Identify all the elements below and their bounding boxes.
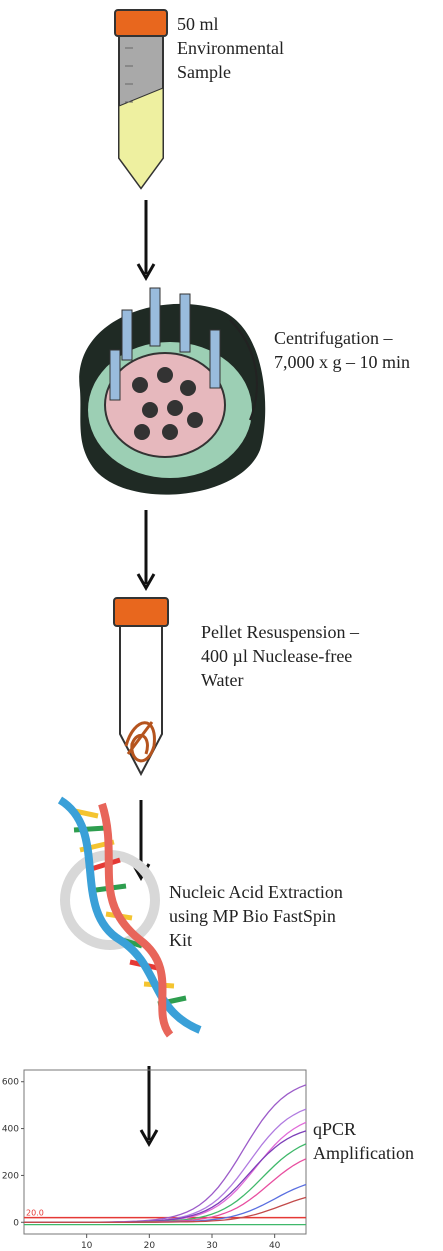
threshold-label: 20.0 (26, 1209, 44, 1218)
amplification-curve (24, 1159, 306, 1223)
resuspension-label: Pellet Resuspension – 400 µl Nuclease-fr… (201, 620, 359, 692)
qpcr-label: qPCR Amplification (313, 1117, 414, 1165)
amplification-curve (24, 1109, 306, 1222)
down-arrow-icon (136, 200, 156, 280)
amplification-curve (24, 1144, 306, 1222)
y-tick-label: 200 (2, 1171, 19, 1181)
pellet-tube-icon (108, 596, 178, 776)
x-tick-label: 10 (81, 1241, 93, 1251)
x-tick-label: 40 (269, 1241, 281, 1251)
down-arrow-icon (136, 510, 156, 590)
conical-tube-icon (105, 8, 175, 188)
amplification-curve (24, 1122, 306, 1222)
centrifuge-icon (70, 280, 270, 510)
sample-label: 50 ml Environmental Sample (177, 12, 284, 84)
chart-frame (24, 1070, 306, 1234)
y-tick-label: 0 (13, 1218, 19, 1228)
x-tick-label: 20 (144, 1241, 156, 1251)
centrifugation-label: Centrifugation – 7,000 x g – 10 min (274, 326, 410, 374)
amplification-curve (24, 1185, 306, 1223)
amplification-curve (24, 1085, 306, 1222)
x-tick-label: 30 (206, 1241, 218, 1251)
y-tick-label: 400 (2, 1125, 19, 1135)
extraction-label: Nucleic Acid Extraction using MP Bio Fas… (169, 880, 343, 952)
y-tick-label: 600 (2, 1078, 19, 1088)
